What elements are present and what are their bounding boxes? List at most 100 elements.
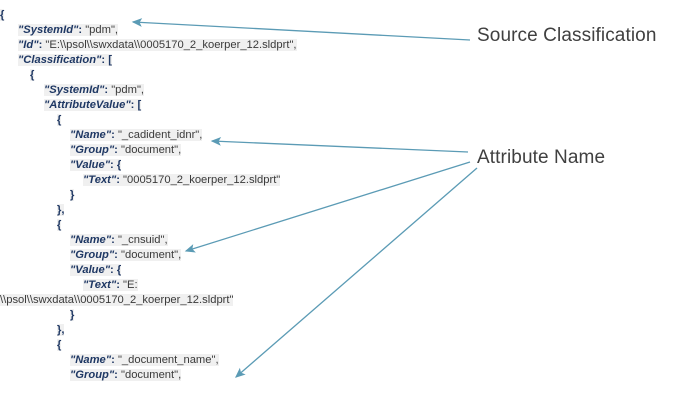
- code-line: {: [0, 68, 35, 82]
- code-token-key: "Name": [70, 233, 112, 246]
- code-token-key: "Group": [70, 248, 115, 261]
- code-line: }: [0, 308, 75, 322]
- code-token-key: "Value": [70, 263, 111, 276]
- code-token-punct: : [: [130, 98, 142, 111]
- code-token-val: "document",: [121, 248, 182, 261]
- code-token-punct: : {: [110, 158, 122, 171]
- code-token-val: "document",: [121, 143, 182, 156]
- code-token-key: "Name": [70, 353, 112, 366]
- code-line-text: },: [57, 203, 65, 216]
- code-token-key: "SystemId": [18, 23, 79, 36]
- code-line: "SystemId": "pdm",: [0, 23, 119, 37]
- code-token-val: \\psol\\swxdata\\0005170_2_koerper_12.sl…: [0, 293, 234, 306]
- code-line: "AttributeValue": [: [0, 98, 142, 112]
- code-token-val: "_cadident_idnr",: [117, 128, 203, 141]
- code-line-text: {: [57, 113, 62, 126]
- code-token-brace: },: [57, 203, 65, 216]
- code-token-punct: : {: [110, 263, 122, 276]
- code-token-brace: {: [0, 8, 5, 21]
- code-token-val: "_cnsuid",: [117, 233, 168, 246]
- code-line-text: {: [0, 8, 5, 21]
- code-line: "Classification": [: [0, 53, 112, 67]
- code-token-key: "Text": [83, 278, 117, 291]
- code-line: \\psol\\swxdata\\0005170_2_koerper_12.sl…: [0, 293, 234, 307]
- code-token-val: "pdm",: [85, 23, 119, 36]
- code-token-brace: {: [30, 68, 35, 81]
- code-line-text: }: [70, 308, 75, 321]
- code-token-punct: :: [114, 143, 122, 156]
- code-line-text: "Value": {: [70, 263, 122, 276]
- code-line-text: "Name": "_cadident_idnr",: [70, 128, 203, 141]
- code-line: "Group": "document",: [0, 143, 182, 157]
- code-token-val: "E:\\psol\\swxdata\\0005170_2_koerper_12…: [45, 38, 297, 51]
- code-line: "Value": {: [0, 263, 122, 277]
- code-token-val: "_document_name",: [117, 353, 219, 366]
- code-token-val: "E:: [123, 278, 138, 291]
- code-line: "Group": "document",: [0, 368, 182, 382]
- code-line-text: {: [57, 338, 62, 351]
- code-token-punct: :: [114, 248, 122, 261]
- code-token-key: "SystemId": [44, 83, 105, 96]
- code-token-punct: :: [111, 128, 118, 141]
- code-line: "Name": "_document_name",: [0, 353, 219, 367]
- code-line: "Name": "_cnsuid",: [0, 233, 168, 247]
- code-line: }: [0, 188, 75, 202]
- code-line-text: },: [57, 323, 65, 336]
- code-line: {: [0, 338, 62, 352]
- code-token-brace: {: [57, 338, 62, 351]
- code-line: {: [0, 218, 62, 232]
- code-token-brace: }: [70, 188, 75, 201]
- code-token-key: "Group": [70, 368, 115, 381]
- code-token-brace: }: [70, 308, 75, 321]
- code-line-text: "Text": "0005170_2_koerper_12.sldprt": [83, 173, 281, 186]
- code-line-text: {: [30, 68, 35, 81]
- code-token-val: "document",: [121, 368, 182, 381]
- code-token-brace: {: [57, 218, 62, 231]
- code-line-text: "Group": "document",: [70, 143, 182, 156]
- code-line-text: "Group": "document",: [70, 248, 182, 261]
- code-line: "Name": "_cadident_idnr",: [0, 128, 203, 142]
- code-token-brace: {: [57, 113, 62, 126]
- code-token-punct: :: [114, 368, 122, 381]
- code-line-text: \\psol\\swxdata\\0005170_2_koerper_12.sl…: [0, 293, 234, 306]
- code-line-text: "Text": "E:: [83, 278, 138, 291]
- code-token-key: "Value": [70, 158, 111, 171]
- code-line-text: "Group": "document",: [70, 368, 182, 381]
- annotation-label-source-classification: Source Classification: [477, 25, 657, 46]
- code-token-key: "Group": [70, 143, 115, 156]
- code-line: "SystemId": "pdm",: [0, 83, 145, 97]
- code-line-text: "Name": "_cnsuid",: [70, 233, 168, 246]
- code-line: {: [0, 113, 62, 127]
- code-token-punct: :: [111, 353, 118, 366]
- code-line: "Text": "0005170_2_koerper_12.sldprt": [0, 173, 281, 187]
- code-line-text: "Value": {: [70, 158, 122, 171]
- code-token-punct: :: [116, 278, 124, 291]
- code-token-key: "Classification": [18, 53, 102, 66]
- code-line-text: "Name": "_document_name",: [70, 353, 219, 366]
- annotation-label-attribute-name: Attribute Name: [477, 147, 606, 168]
- code-token-punct: :: [38, 38, 46, 51]
- code-line-text: }: [70, 188, 75, 201]
- code-token-punct: :: [111, 233, 118, 246]
- code-token-punct: : [: [101, 53, 112, 66]
- code-line-text: "Id": "E:\\psol\\swxdata\\0005170_2_koer…: [18, 38, 297, 51]
- code-line-text: "Classification": [: [18, 53, 112, 66]
- code-token-key: "AttributeValue": [44, 98, 131, 111]
- code-line: {: [0, 8, 5, 22]
- code-token-key: "Id": [18, 38, 39, 51]
- code-line-text: {: [57, 218, 62, 231]
- code-token-punct: :: [104, 83, 112, 96]
- code-line-text: "SystemId": "pdm",: [44, 83, 145, 96]
- code-line: "Text": "E:: [0, 278, 138, 292]
- code-line: },: [0, 203, 65, 217]
- code-line: "Id": "E:\\psol\\swxdata\\0005170_2_koer…: [0, 38, 297, 52]
- code-line-text: "SystemId": "pdm",: [18, 23, 119, 36]
- code-token-brace: },: [57, 323, 65, 336]
- json-code-panel: {"SystemId": "pdm","Id": "E:\\psol\\swxd…: [0, 8, 297, 382]
- code-token-punct: :: [78, 23, 86, 36]
- code-line: },: [0, 323, 65, 337]
- code-token-key: "Name": [70, 128, 112, 141]
- code-token-val: "0005170_2_koerper_12.sldprt": [123, 173, 281, 186]
- code-token-key: "Text": [83, 173, 117, 186]
- code-line: "Group": "document",: [0, 248, 182, 262]
